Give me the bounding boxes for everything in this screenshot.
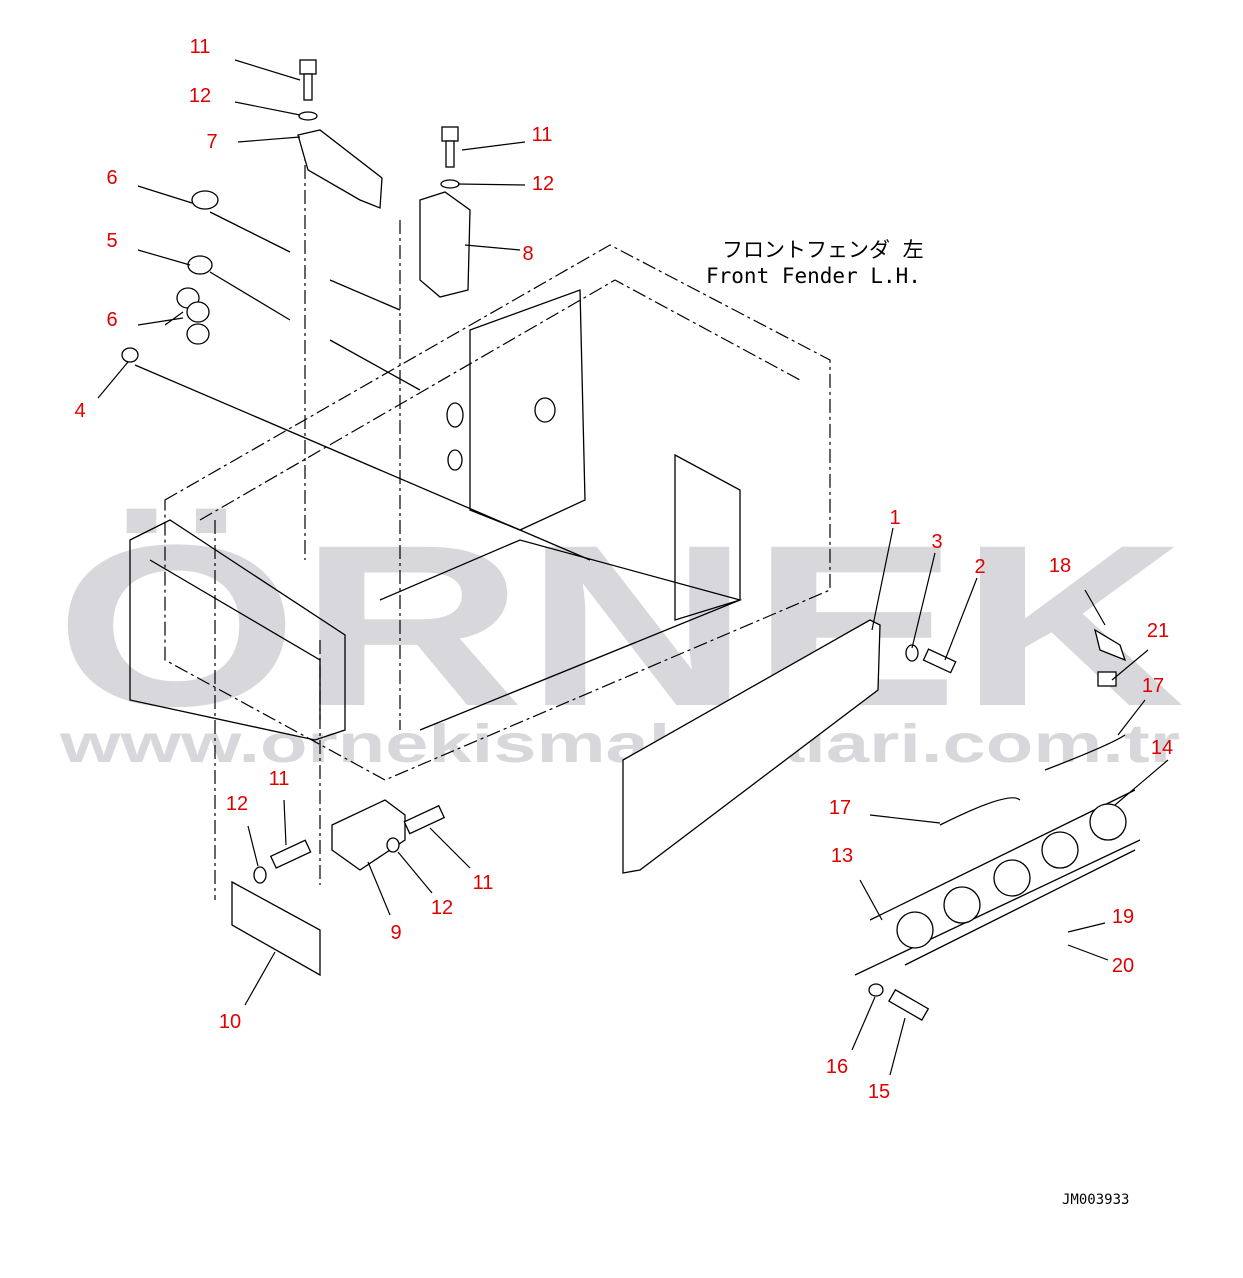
callout-11: 11 [532,124,553,146]
title-japanese: フロントフェンダ 左 [722,238,924,262]
nut-4 [121,347,139,363]
bolt-11b [441,126,459,142]
plate-10 [231,880,321,977]
washer-16 [868,983,884,997]
panel-1 [622,619,881,874]
callout-16: 16 [826,1056,848,1078]
bolt-2 [922,648,957,674]
callout-11: 11 [269,768,290,790]
callout-15: 15 [868,1081,890,1103]
seal-6a [191,190,219,210]
callout-2: 2 [974,556,985,578]
washer-12a [298,111,318,121]
callout-7: 7 [206,131,217,153]
callout-6: 6 [106,309,117,331]
callout-4: 4 [74,400,85,422]
washer-3 [905,644,919,662]
callout-12: 12 [431,897,453,919]
callout-13: 13 [831,845,853,867]
bolt-11a [299,59,317,75]
callout-18: 18 [1049,555,1071,577]
callout-21: 21 [1147,620,1169,642]
callout-6: 6 [106,167,117,189]
watermark-url: www.ornekismakinalari.com.tr [59,714,1180,774]
seal-5 [187,255,213,275]
callout-14: 14 [1151,737,1173,759]
boot-18 [1093,628,1127,662]
watermark-brand: ÖRNEK [55,497,1185,754]
drawing-code: JM003933 [1062,1192,1129,1208]
relay-13 [896,911,934,949]
callout-10: 10 [219,1011,241,1033]
bracket-7 [297,129,383,209]
parts [121,59,1141,1021]
leader-lines [97,59,1169,1076]
bracket-8 [419,191,471,298]
callout-9: 9 [390,922,401,944]
callout-3: 3 [931,531,942,553]
title-english: Front Fender L.H. [706,264,921,288]
callout-5: 5 [106,230,117,252]
callout-17: 17 [829,797,851,819]
relay-14 [1089,803,1127,841]
callout-12: 12 [226,793,248,815]
watermark: ÖRNEK www.ornekismakinalari.com.tr [55,497,1185,774]
callout-11: 11 [473,872,494,894]
bolt-15 [888,988,930,1021]
bolt-11c [403,804,446,835]
callout-numbers: 11 12 7 6 5 6 4 11 12 8 1 3 2 18 21 17 1… [74,36,1173,1103]
callout-12: 12 [189,85,211,107]
callout-11: 11 [190,36,211,58]
callout-20: 20 [1112,955,1134,977]
callout-19: 19 [1112,906,1134,928]
callout-1: 1 [889,507,900,529]
block-9 [331,799,406,871]
bolt-21 [1097,671,1117,687]
washer-12b [440,179,460,189]
callout-17: 17 [1142,675,1164,697]
fender-frame-drawing [129,140,831,900]
callout-12: 12 [532,173,554,195]
callout-8: 8 [522,243,533,265]
